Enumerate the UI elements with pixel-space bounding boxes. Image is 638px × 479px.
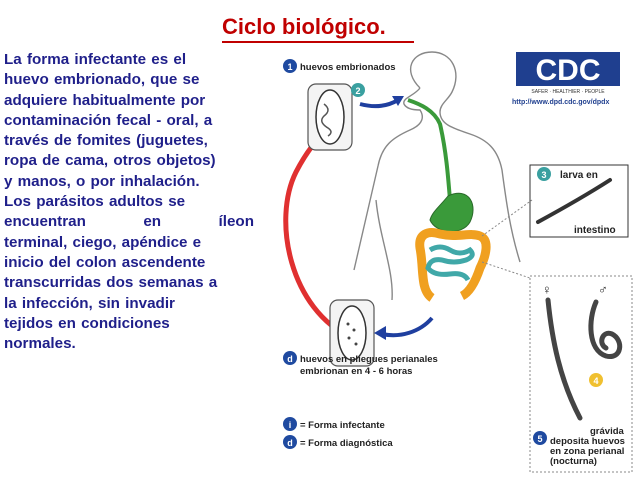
larva-icon — [536, 178, 612, 224]
cdc-logo-text: CDC — [536, 54, 601, 87]
legend-diagnostica-label: = Forma diagnóstica — [300, 438, 393, 449]
body-line: inicio del colon ascendente — [4, 253, 206, 271]
step1-label: huevos embrionados — [300, 62, 396, 73]
body-line: y manos, o por inhalación. — [4, 172, 200, 190]
body-line: transcurridas dos semanas a — [4, 274, 218, 292]
cdc-tagline: SAFER · HEALTHIER · PEOPLE — [531, 89, 605, 95]
small-intestine — [425, 244, 475, 282]
body-line: tejidos en condiciones — [4, 314, 170, 332]
step5-badge — [533, 431, 547, 445]
cycle-arrowhead-blue-top — [392, 96, 404, 106]
title-underline — [222, 41, 414, 43]
slide-title: Ciclo biológico. — [222, 14, 386, 39]
cdc-url: http://www.dpd.cdc.gov/dpdx — [512, 99, 609, 106]
body-line: ropa de cama, otros objetos) — [4, 152, 216, 170]
dotted-connector — [481, 261, 531, 279]
body-line: través de fomites (juguetes, — [4, 132, 208, 150]
step2-badge — [351, 83, 365, 97]
body-line: Los parásitos adultos se — [4, 193, 186, 211]
step5-label-line: deposita huevos — [550, 436, 625, 447]
legend-infectante-badge — [283, 417, 297, 431]
stepd-label-line: embrionan en 4 - 6 horas — [300, 366, 412, 377]
step5-label-line: en zona perianal — [550, 446, 624, 457]
body-line: La forma infectante es el — [4, 51, 187, 68]
step3-label-bottom: intestino — [574, 225, 616, 236]
step3-label-top: larva en — [560, 170, 598, 181]
body-text: La forma infectante es el huevo embriona… — [4, 50, 254, 354]
step1-badge — [283, 59, 297, 73]
stomach — [429, 193, 474, 232]
body-line: terminal, ciego, apéndice e — [4, 233, 202, 251]
human-body-outline — [353, 51, 521, 301]
egg-icon — [329, 299, 375, 367]
legend-infectante-label: = Forma infectante — [300, 420, 385, 431]
legend-diagnostica-badge — [283, 435, 297, 449]
step3-badge — [537, 167, 551, 181]
colon — [415, 228, 491, 302]
body-line: adquiere habitualmente por — [4, 91, 206, 109]
step4-badge — [589, 373, 603, 387]
step1-badge-label: 1 — [287, 62, 292, 72]
male-worm-icon — [588, 299, 623, 359]
egg-icon — [307, 83, 353, 151]
step3-badge-label: 3 — [541, 170, 546, 180]
step5-label-line: grávida — [590, 426, 625, 437]
cycle-arrow-blue-top — [359, 98, 400, 109]
cycle-arrowhead-blue-bottom — [374, 326, 386, 340]
step5-badge-label: 5 — [537, 434, 542, 444]
body-line: contaminación fecal - oral, a — [4, 111, 213, 129]
body-line: normales. — [4, 335, 76, 353]
esophagus — [407, 98, 452, 201]
legend-infectante-badge-label: i — [289, 420, 292, 430]
female-worm-icon — [545, 297, 583, 421]
cycle-arrow-blue-bottom — [381, 316, 434, 338]
stepd-label-line: huevos en pliegues perianales — [300, 354, 438, 365]
step2-badge-label: 2 — [355, 86, 360, 96]
body-line: la infección, sin invadir — [4, 294, 175, 312]
body-line: huevo embrionado, que se — [4, 71, 200, 89]
female-symbol: ♀ — [542, 282, 552, 297]
life-cycle-diagram: 2 1 huevos embrionados 3 larva en intest… — [283, 51, 633, 473]
male-symbol: ♂ — [598, 282, 608, 297]
cdc-logo: CDC SAFER · HEALTHIER · PEOPLE http://ww… — [512, 52, 624, 106]
stepd-badge-label: d — [287, 354, 293, 364]
step4-badge-label: 4 — [593, 376, 598, 386]
legend-diagnostica-badge-label: d — [287, 438, 293, 448]
stepd-badge — [283, 351, 297, 365]
step5-label-line: (nocturna) — [550, 456, 597, 467]
